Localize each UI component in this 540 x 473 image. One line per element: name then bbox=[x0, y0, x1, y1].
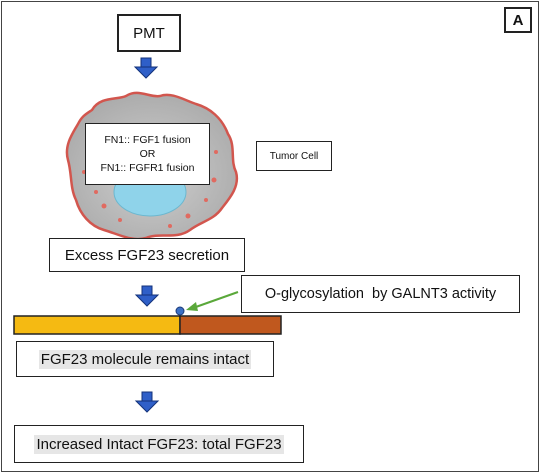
fgf23-molecule bbox=[13, 306, 282, 335]
pmt-box: PMT bbox=[117, 14, 181, 52]
tumor-cell-label: Tumor Cell bbox=[256, 141, 332, 171]
down-arrow-2 bbox=[134, 285, 160, 307]
intact-molecule-text: FGF23 molecule remains intact bbox=[38, 349, 252, 369]
fusion-line-2: FN1:: FGFR1 fusion bbox=[100, 162, 195, 174]
intact-molecule-box: FGF23 molecule remains intact bbox=[16, 341, 274, 377]
ratio-result-text: Increased Intact FGF23: total FGF23 bbox=[34, 434, 284, 454]
down-arrow-1 bbox=[133, 57, 159, 79]
glycosylation-site bbox=[175, 306, 185, 316]
molecule-n-terminal bbox=[13, 315, 181, 335]
gene-fusion-box: FN1:: FGF1 fusion OR FN1:: FGFR1 fusion bbox=[85, 123, 210, 185]
down-arrow-3 bbox=[134, 391, 160, 413]
secretion-box: Excess FGF23 secretion bbox=[49, 238, 245, 272]
fusion-line-or: OR bbox=[139, 148, 156, 160]
panel-label: A bbox=[504, 7, 532, 33]
molecule-c-terminal bbox=[179, 315, 282, 335]
glycosylation-box: O-glycosylation by GALNT3 activity bbox=[241, 275, 520, 313]
fusion-line-1: FN1:: FGF1 fusion bbox=[104, 134, 191, 146]
ratio-result-box: Increased Intact FGF23: total FGF23 bbox=[14, 425, 304, 463]
glycosylation-pointer bbox=[186, 291, 239, 311]
